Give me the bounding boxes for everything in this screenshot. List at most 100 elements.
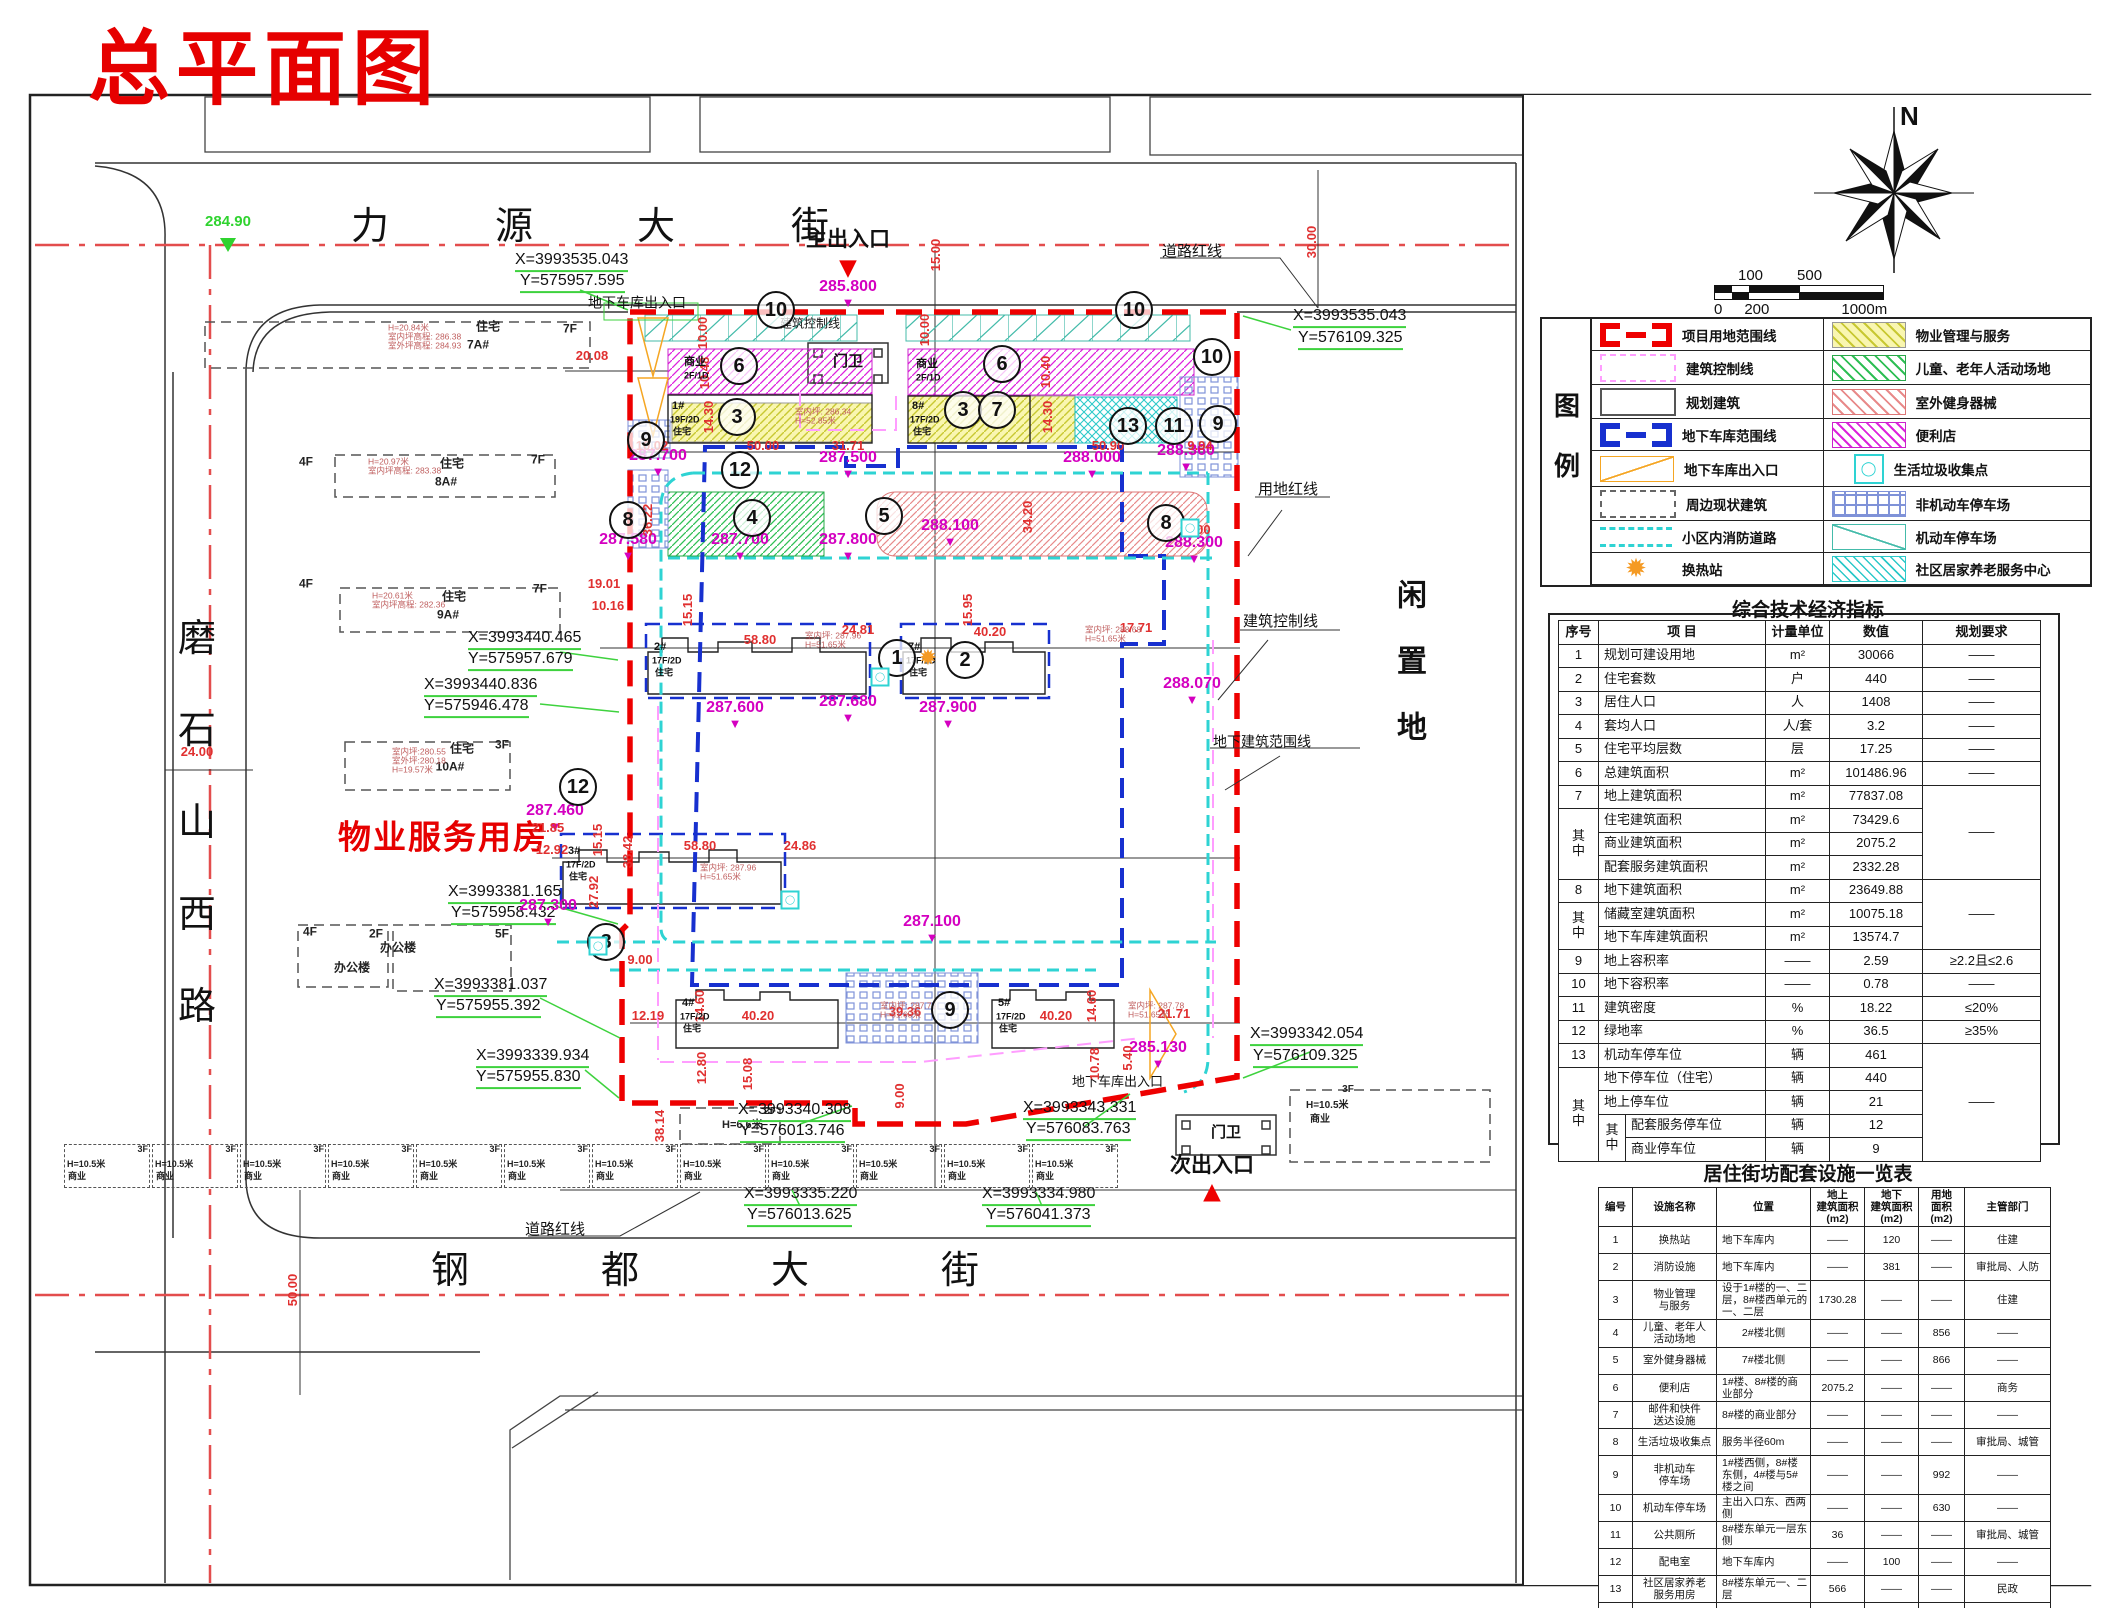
- facilities-table: 编号设施名称位置地上 建筑面积 (m2)地下 建筑面积 (m2)用地 面积 (m…: [1598, 1186, 2051, 1608]
- table-cell: m²: [1765, 902, 1830, 927]
- plan-label: 17F/2D: [680, 1011, 710, 1022]
- plan-label: 门卫: [1210, 1124, 1242, 1142]
- elevation-label: 285.130: [1129, 1039, 1187, 1070]
- table-cell: 换热站: [1632, 1226, 1717, 1255]
- shop-label: H=10.5米: [67, 1159, 106, 1169]
- table-cell: 便利店: [1632, 1373, 1717, 1402]
- table-cell: ——: [1922, 690, 2041, 715]
- dimension-label: 15.00: [928, 238, 944, 272]
- table-cell: 地上停车位: [1598, 1090, 1766, 1115]
- coordinate-label: X=3993381.165: [448, 883, 562, 904]
- table-cell: 566: [1810, 1575, 1865, 1604]
- table-cell: 配电室: [1632, 1548, 1717, 1577]
- plan-label: 7#: [908, 641, 921, 654]
- dimension-label: 38.14: [652, 1109, 668, 1143]
- garbage-point-icon: ◯: [1180, 518, 1200, 538]
- shop-label: H=10.5米: [683, 1159, 722, 1169]
- table-cell: 配套服务建筑面积: [1598, 855, 1766, 880]
- dimension-label: 12.92: [535, 842, 569, 858]
- table-cell: 992: [1918, 1454, 1965, 1495]
- shop-label: 商业: [332, 1171, 351, 1181]
- numbered-badge: 12: [721, 451, 759, 489]
- table-cell: ——: [1918, 1253, 1965, 1282]
- red-line-hatch-icon: [1831, 388, 1906, 415]
- table-cell: 地下停车位（住宅）: [1598, 1066, 1766, 1091]
- dimension-label: 24.81: [841, 622, 875, 638]
- column-header: 规划要求: [1922, 620, 2041, 645]
- plan-label: 2F: [764, 1105, 776, 1117]
- dimension-label: 58.80: [743, 632, 777, 648]
- elevation-label: 287.100: [903, 913, 961, 944]
- plan-label: 住宅: [449, 741, 475, 756]
- shop-label: 商业: [1036, 1171, 1055, 1181]
- table-cell: ——: [1864, 1280, 1919, 1321]
- page-title: 总平面图: [88, 24, 441, 115]
- legend-item-label: 周边现状建筑: [1686, 497, 1767, 513]
- table-cell: 其 中: [1598, 1113, 1626, 1162]
- legend-item-label: 小区内消防道路: [1682, 530, 1777, 546]
- plan-label: 284.90: [205, 213, 251, 231]
- table-cell: 其 中: [1558, 1066, 1599, 1162]
- plan-label: 17F/2D: [566, 859, 596, 870]
- coordinate-label: X=3993339.934: [476, 1047, 590, 1068]
- plan-label: 7F: [562, 321, 578, 336]
- table-cell: 8#楼东单元一层东侧: [1716, 1521, 1811, 1550]
- dimension-label: 58.80: [683, 838, 717, 854]
- main-entrance-label: 主出入口: [806, 227, 890, 251]
- table-cell: 4: [1598, 1319, 1633, 1348]
- plan-label: 4F: [298, 576, 314, 591]
- plan-label: 住宅: [441, 589, 467, 604]
- legend-sidebar-label: 图例: [1542, 319, 1592, 585]
- plan-label: 17F/2D: [906, 655, 936, 666]
- plan-label: 2F/1D: [916, 372, 941, 383]
- table-cell: ——: [1922, 1043, 2041, 1162]
- table-cell: 2: [1558, 667, 1599, 692]
- table-cell: ——: [1918, 1427, 1965, 1456]
- coordinate-label: X=3993335.220: [744, 1185, 858, 1206]
- table-cell: 商业建筑面积: [1598, 831, 1766, 856]
- dimension-label: 21.85: [531, 820, 565, 836]
- table-cell: ——: [1964, 1548, 2051, 1577]
- table-cell: 8#楼东单元一、二层: [1716, 1575, 1811, 1604]
- table-cell: 8: [1598, 1427, 1633, 1456]
- legend-item-label: 规划建筑: [1686, 395, 1740, 411]
- table-cell: 12: [1598, 1548, 1633, 1577]
- table-cell: 2#楼北侧: [1716, 1319, 1811, 1348]
- column-header: 数值: [1829, 620, 1923, 645]
- dots-parking-icon: [1831, 490, 1906, 517]
- table-cell: 规划可建设用地: [1598, 643, 1766, 668]
- scale-tick: 0: [1714, 301, 1723, 318]
- table-cell: 地上建筑面积: [1598, 784, 1766, 809]
- table-cell: 2075.2: [1810, 1373, 1865, 1402]
- table-cell: 12: [1829, 1113, 1923, 1138]
- shop-label: 商业: [420, 1171, 439, 1181]
- dimension-label: 10.40: [1038, 355, 1054, 389]
- legend-item: 地下车库出入口: [1592, 451, 1824, 487]
- dimension-label: 17.71: [1119, 620, 1153, 636]
- table-cell: ——: [1810, 1226, 1865, 1255]
- table-cell: 9: [1558, 949, 1599, 974]
- legend-item: 便利店: [1823, 419, 2090, 451]
- table-cell: 套均人口: [1598, 714, 1766, 739]
- garbage-point-icon: ◯: [588, 936, 608, 956]
- shop-label: 商业: [244, 1171, 263, 1181]
- column-header: 设施名称: [1632, 1186, 1717, 1228]
- table-cell: 36.5: [1829, 1019, 1923, 1044]
- scale-ruler: [1714, 285, 1884, 293]
- table-cell: 2: [1598, 1253, 1633, 1282]
- table-cell: 非机动车 停车场: [1632, 1454, 1717, 1495]
- plan-label: 用地红线: [1258, 481, 1319, 499]
- table-cell: ——: [1918, 1400, 1965, 1429]
- dimension-label: 50.00: [746, 438, 780, 454]
- table-cell: ≥2.2且≤2.6: [1922, 949, 2041, 974]
- table-cell: 主出入口东、西两侧: [1716, 1493, 1811, 1523]
- scale-tick: 500: [1797, 267, 1823, 284]
